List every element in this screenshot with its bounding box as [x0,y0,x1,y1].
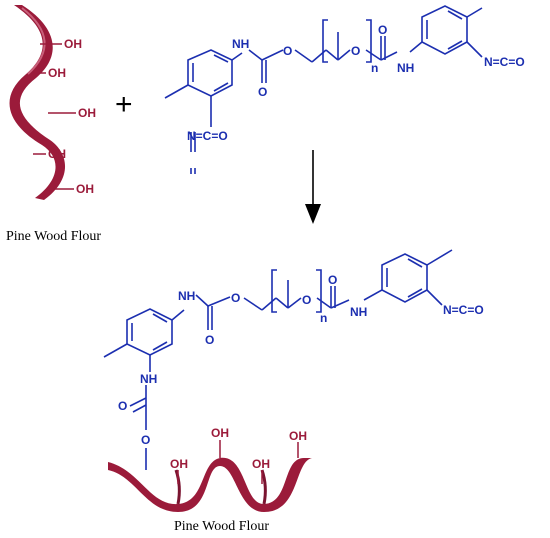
nh-label: NH [397,61,414,75]
oh-label: OH [48,66,66,80]
isocyanate-label: N=C=O [484,55,525,69]
oh-label: OH [48,147,66,161]
nh-label: NH [350,305,367,319]
nh-label: NH [232,37,249,51]
subscript-n: n [320,311,327,325]
oh-label: OH [76,182,94,196]
nh-label: NH [178,289,195,303]
o-label: O [351,44,360,58]
wood-caption-bottom: Pine Wood Flour [174,519,269,534]
polymer-reactant [164,5,483,174]
oh-label: OH [170,457,188,471]
plus-sign: + [115,88,133,121]
oh-label: OH [78,106,96,120]
subscript-n: n [371,61,378,75]
wood-ribbon-bottom [108,440,312,512]
nh-label: NH [140,372,157,386]
o-label: O [378,23,387,37]
oh-label: OH [64,37,82,51]
wood-caption-top: Pine Wood Flour [6,229,101,244]
o-label: O [141,433,150,447]
o-label: O [302,293,311,307]
o-label: O [231,291,240,305]
o-label: O [328,273,337,287]
o-label: O [205,333,214,347]
oh-label: OH [252,457,270,471]
oh-label: OH [289,429,307,443]
polymer-product [103,249,453,470]
o-label: O [118,399,127,413]
wood-helix-top [9,5,76,200]
reaction-arrow [305,150,321,224]
oh-label: OH [211,426,229,440]
o-label: O [258,85,267,99]
isocyanate-label: N=C=O [443,303,484,317]
isocyanate-label: N=C=O [187,129,228,143]
o-label: O [283,44,292,58]
